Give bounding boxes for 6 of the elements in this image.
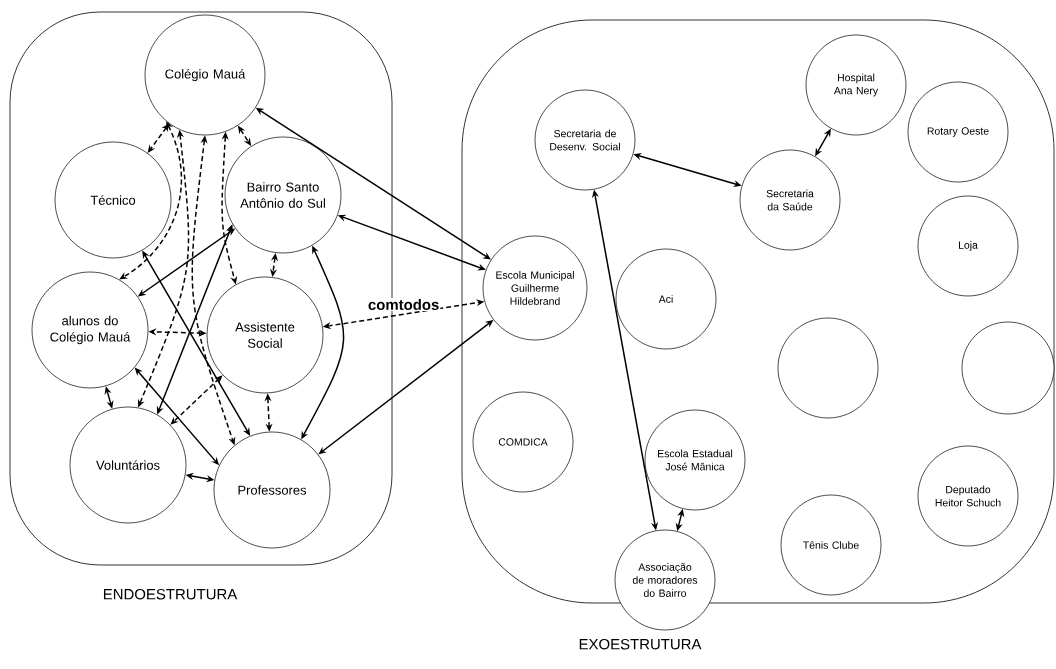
edge-label: comtodos: [366, 298, 441, 311]
dashed-arrow: [170, 375, 223, 425]
entity-circle: [777, 317, 879, 419]
node-label: ENDOESTRUTURA: [103, 588, 238, 600]
node-label: EXOESTRUTURA: [579, 638, 702, 650]
entity-circle: [961, 321, 1055, 415]
